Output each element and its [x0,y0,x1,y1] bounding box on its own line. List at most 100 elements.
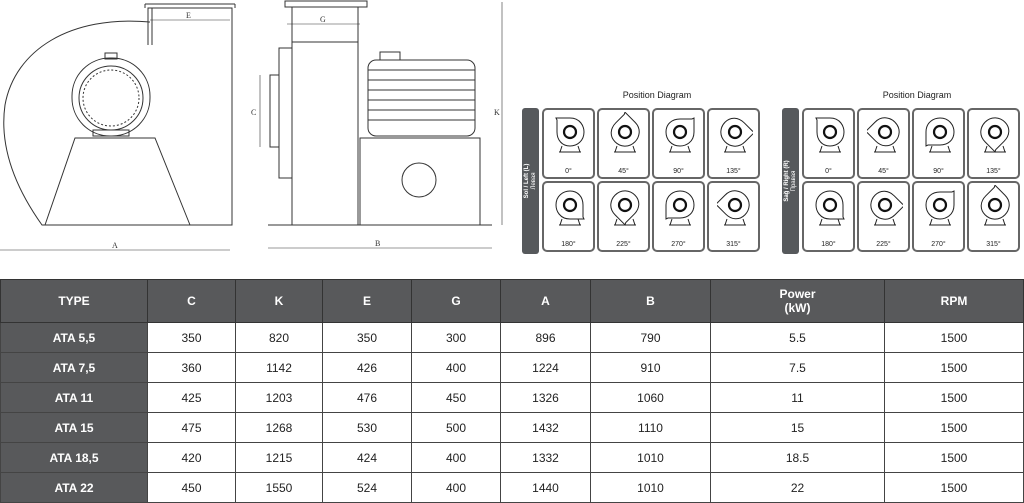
fan-position-icon [815,117,845,153]
value-cell: 15 [710,412,885,443]
value-cell: 350 [147,322,236,353]
angle-label: 180° [821,241,836,248]
side-label-text: Sağ / Right (R) [783,160,790,202]
position-cell: 135° [967,108,1020,179]
position-cell: 135° [707,108,760,179]
fan-position-icon [980,117,1010,153]
value-cell: 420 [147,442,236,473]
value-cell: 1110 [590,412,711,443]
angle-label: 45° [618,168,629,175]
dimension-label-b: B [375,239,380,248]
fan-position-icon [925,190,955,226]
position-cell: 90° [912,108,965,179]
position-cell: 315° [967,181,1020,252]
header-e: E [322,279,412,323]
table-header-row: TYPE C K E G A B Power(kW) RPM [0,279,1024,323]
angle-label: 135° [726,168,741,175]
header-b: B [590,279,711,323]
header-c: C [147,279,236,323]
position-cell: 180° [802,181,855,252]
value-cell: 1215 [235,442,323,473]
angle-label: 315° [726,241,741,248]
value-cell: 910 [590,352,711,383]
value-cell: 1500 [884,412,1024,443]
side-label-text-ru: Левая [530,172,537,190]
dimension-label-a: A [112,241,118,250]
position-cell: 45° [857,108,910,179]
value-cell: 1060 [590,382,711,413]
angle-label: 180° [561,241,576,248]
value-cell: 18.5 [710,442,885,473]
angle-label: 225° [616,241,631,248]
value-cell: 476 [322,382,412,413]
header-rpm: RPM [884,279,1024,323]
front-view-drawing [0,3,236,251]
position-cell: 45° [597,108,650,179]
position-diagram-right: Position Diagram Sağ / Right (R)Правая 0… [782,90,1024,257]
dimension-label-c: C [251,108,256,117]
value-cell: 1203 [235,382,323,413]
value-cell: 500 [411,412,501,443]
angle-label: 45° [878,168,889,175]
position-cell: 180° [542,181,595,252]
fan-position-icon [717,190,750,226]
header-power-label: Power [779,287,816,301]
value-cell: 400 [411,352,501,383]
fan-position-icon [867,117,900,153]
position-cell: 315° [707,181,760,252]
type-cell: ATA 11 [0,382,148,413]
side-view-drawing [259,0,503,249]
fan-position-icon [555,117,585,153]
position-cell: 225° [597,181,650,252]
value-cell: 1010 [590,442,711,473]
value-cell: 1500 [884,322,1024,353]
type-cell: ATA 15 [0,412,148,443]
value-cell: 1500 [884,382,1024,413]
value-cell: 530 [322,412,412,443]
position-cell: 225° [857,181,910,252]
fan-position-icon [665,190,695,226]
position-diagram-title: Position Diagram [882,90,952,100]
value-cell: 1500 [884,352,1024,383]
position-diagram-left: Position Diagram Sol / Left (L)Левая 0° … [522,90,772,257]
position-cell: 90° [652,108,705,179]
value-cell: 1332 [500,442,591,473]
value-cell: 11 [710,382,885,413]
header-type: TYPE [0,279,148,323]
position-cell: 270° [652,181,705,252]
fan-technical-drawings: E A G B C K [0,0,503,251]
position-cell: 0° [542,108,595,179]
value-cell: 7.5 [710,352,885,383]
angle-label: 135° [986,168,1001,175]
value-cell: 400 [411,442,501,473]
side-label-left: Sol / Left (L)Левая [522,108,539,254]
header-power: Power(kW) [710,279,885,323]
value-cell: 360 [147,352,236,383]
side-label-text-ru: Правая [790,170,797,192]
value-cell: 1224 [500,352,591,383]
value-cell: 426 [322,352,412,383]
side-label-text: Sol / Left (L) [523,163,530,199]
angle-label: 90° [673,168,684,175]
value-cell: 896 [500,322,591,353]
angle-label: 90° [933,168,944,175]
angle-label: 225° [876,241,891,248]
angle-label: 270° [671,241,686,248]
header-k: K [235,279,323,323]
fan-position-icon [665,117,695,153]
angle-label: 315° [986,241,1001,248]
value-cell: 1268 [235,412,323,443]
fan-position-icon [980,185,1010,226]
fan-position-icon [610,112,640,153]
type-cell: ATA 18,5 [0,442,148,473]
value-cell: 475 [147,412,236,443]
header-power-unit: (kW) [784,301,811,315]
value-cell: 300 [411,322,501,353]
angle-label: 0° [565,168,572,175]
fan-position-icon [555,190,585,226]
position-diagram-title: Position Diagram [622,90,692,100]
